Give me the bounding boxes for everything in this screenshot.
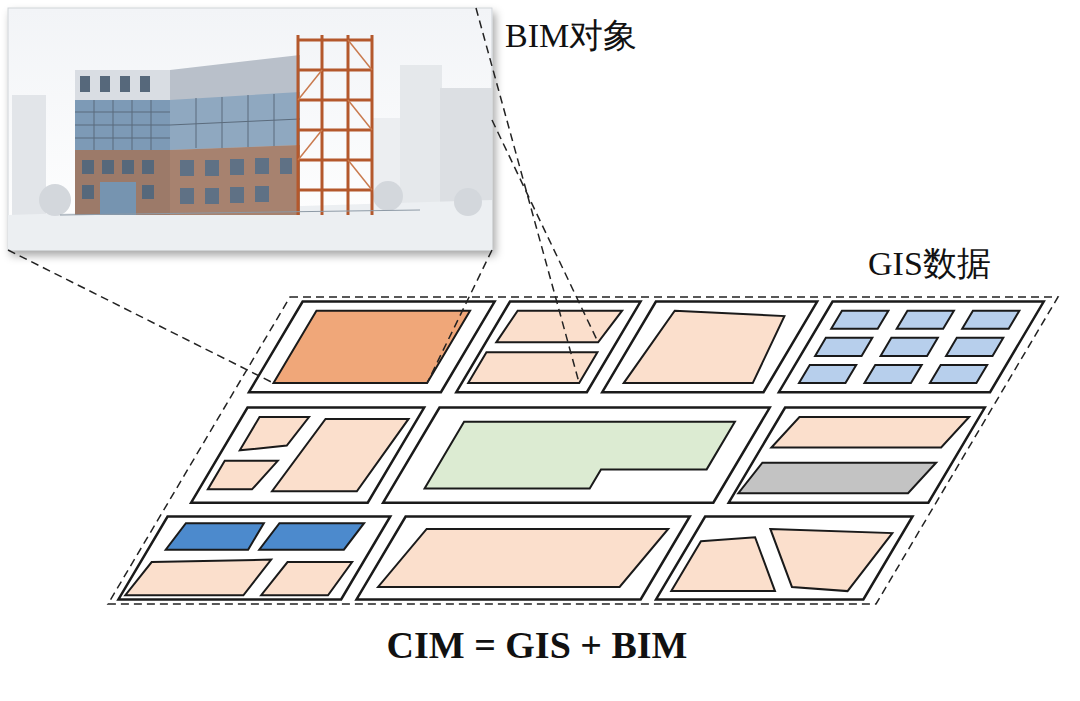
land-parcel xyxy=(799,365,856,383)
land-parcel xyxy=(425,422,735,489)
leader-lines xyxy=(8,8,598,383)
land-parcel xyxy=(272,419,408,491)
land-parcel xyxy=(671,537,775,591)
land-parcel xyxy=(240,417,309,450)
land-parcel xyxy=(771,417,969,447)
annotation-label: GIS数据 xyxy=(868,244,991,283)
annotation-holder: GIS数据 xyxy=(868,244,991,283)
map-boundary xyxy=(108,297,1058,604)
land-parcel xyxy=(378,529,668,587)
figure-caption: CIM = GIS + BIM xyxy=(387,624,688,668)
city-block xyxy=(356,517,689,600)
city-block xyxy=(602,302,817,393)
land-parcel xyxy=(897,311,954,329)
city-block xyxy=(191,408,424,503)
leader-line xyxy=(492,120,598,342)
city-block xyxy=(383,408,770,503)
caption-holder: CIM = GIS + BIM xyxy=(387,624,688,668)
land-parcel xyxy=(738,463,936,493)
gis-map xyxy=(108,297,1058,604)
land-parcel xyxy=(496,311,622,343)
city-block xyxy=(729,408,985,503)
city-block xyxy=(249,302,495,393)
land-parcel xyxy=(930,365,987,383)
land-parcel xyxy=(274,311,471,383)
land-parcel xyxy=(881,338,938,356)
land-parcel xyxy=(166,523,264,550)
bim-illustration xyxy=(8,8,492,250)
city-block xyxy=(656,517,913,600)
land-parcel xyxy=(864,365,921,383)
land-parcel xyxy=(815,338,872,356)
land-parcel xyxy=(259,523,364,550)
city-block xyxy=(779,302,1044,393)
leader-line xyxy=(8,250,274,383)
land-parcel xyxy=(208,461,278,490)
land-parcel xyxy=(770,529,892,591)
land-parcel xyxy=(831,311,888,329)
land-parcel xyxy=(624,311,785,383)
land-parcel xyxy=(125,560,271,596)
annotation-label: BIM对象 xyxy=(505,16,637,55)
land-parcel xyxy=(946,338,1003,356)
land-parcel xyxy=(962,311,1019,329)
annotation-holder: BIM对象 xyxy=(505,16,637,55)
leader-line xyxy=(427,250,492,383)
land-parcel xyxy=(261,562,352,595)
city-block xyxy=(118,517,390,600)
